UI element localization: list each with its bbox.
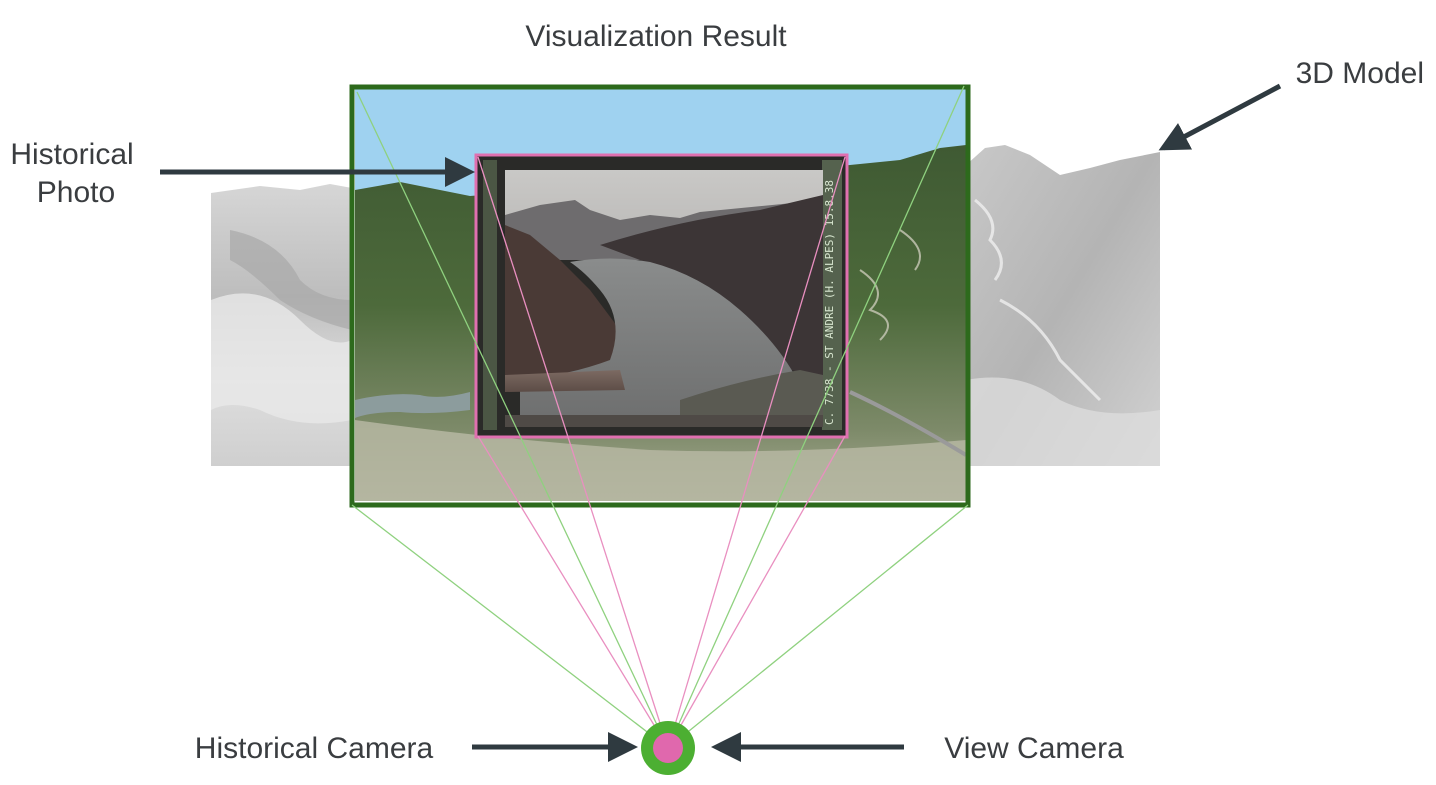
historical-photo-label-line1: Historical [10,138,133,171]
3d-model-left-shading [211,293,352,424]
annotation-arrows [160,83,1282,762]
3d-model-left-valley [230,230,352,330]
3d-model-label: 3D Model [1296,57,1424,90]
view-frustum-line-top-right [667,85,965,749]
3d-model [211,145,1160,466]
photo-frustum-line-top-left [477,156,669,749]
historical-photo-frame [474,153,849,439]
view-frustum-line-bottom-right [667,504,969,749]
view-camera-label: View Camera [944,732,1124,765]
photo-frustum-line-bottom-right [667,435,846,749]
model-arrow [1158,83,1282,151]
historical-photo-label-line2: Photo [37,176,115,209]
3d-model-right-lowland [966,377,1160,466]
terrain-road [849,390,968,457]
3d-model-right-trails [974,198,1102,402]
photo-film-left [483,160,497,430]
photo-annotation: C. 7738 - ST ANDRE (H. ALPES) 15.8.38 [823,180,836,425]
photo-frustum-line-top-right [667,156,846,749]
visualization-result-label: Visualization Result [525,20,787,53]
historical-camera-frustum [477,156,846,749]
photo-right-slope [600,195,823,380]
camera-marker [641,721,695,775]
terrain-meadow [355,420,966,501]
view-camera-frustum [351,85,969,749]
historical-camera-label: Historical Camera [195,732,434,765]
photo-frustum-line-bottom-left [477,435,669,749]
view-frustum-line-bottom-left [351,504,669,749]
photo-film-edge [822,160,842,430]
visualization-frame [349,84,971,508]
photo-shore [505,370,625,392]
photo-bottom-edge [505,415,823,427]
historical-photo: C. 7738 - ST ANDRE (H. ALPES) 15.8.38 [474,153,849,439]
terrain-trails [859,229,921,341]
photo-foreground [680,370,823,425]
terrain-river [355,392,470,418]
historical-camera-dot [653,733,683,763]
view-frustum-line-top-left [356,91,669,749]
